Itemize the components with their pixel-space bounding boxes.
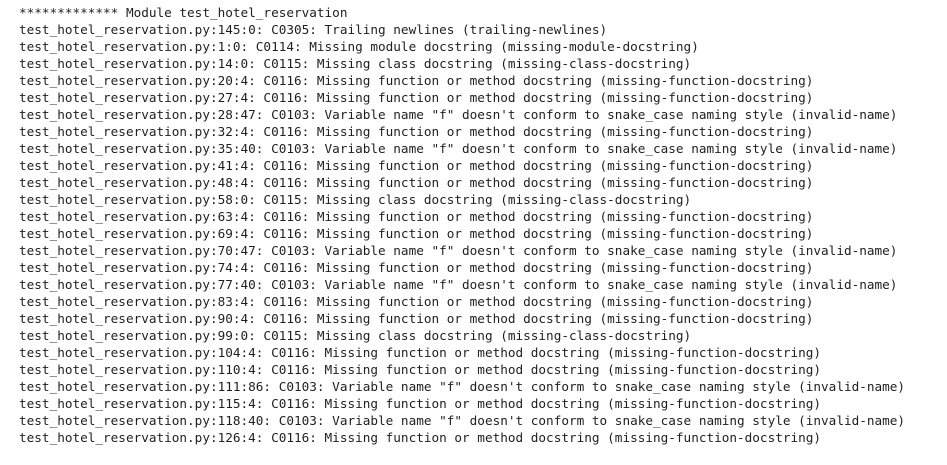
lint-message-line: test_hotel_reservation.py:99:0: C0115: M… xyxy=(19,328,692,343)
lint-message-line: test_hotel_reservation.py:35:40: C0103: … xyxy=(19,141,898,156)
lint-message-line: test_hotel_reservation.py:58:0: C0115: M… xyxy=(19,192,692,207)
lint-message-line: test_hotel_reservation.py:104:4: C0116: … xyxy=(19,345,822,360)
lint-message-line: test_hotel_reservation.py:110:4: C0116: … xyxy=(19,362,822,377)
module-header-line: ************* Module test_hotel_reservat… xyxy=(19,5,348,20)
lint-message-line: test_hotel_reservation.py:27:4: C0116: M… xyxy=(19,90,814,105)
lint-message-line: test_hotel_reservation.py:145:0: C0305: … xyxy=(19,22,608,37)
lint-message-line: test_hotel_reservation.py:70:47: C0103: … xyxy=(19,243,898,258)
lint-message-line: test_hotel_reservation.py:14:0: C0115: M… xyxy=(19,56,692,71)
lint-message-line: test_hotel_reservation.py:90:4: C0116: M… xyxy=(19,311,814,326)
lint-message-line: test_hotel_reservation.py:1:0: C0114: Mi… xyxy=(19,39,699,54)
lint-message-line: test_hotel_reservation.py:20:4: C0116: M… xyxy=(19,73,814,88)
lint-message-line: test_hotel_reservation.py:118:40: C0103:… xyxy=(19,413,906,428)
lint-output-lines: ************* Module test_hotel_reservat… xyxy=(19,4,947,446)
lint-message-line: test_hotel_reservation.py:69:4: C0116: M… xyxy=(19,226,814,241)
lint-message-line: test_hotel_reservation.py:77:40: C0103: … xyxy=(19,277,898,292)
lint-message-line: test_hotel_reservation.py:41:4: C0116: M… xyxy=(19,158,814,173)
lint-message-line: test_hotel_reservation.py:74:4: C0116: M… xyxy=(19,260,814,275)
lint-message-line: test_hotel_reservation.py:63:4: C0116: M… xyxy=(19,209,814,224)
lint-message-line: test_hotel_reservation.py:111:86: C0103:… xyxy=(19,379,906,394)
lint-message-line: test_hotel_reservation.py:115:4: C0116: … xyxy=(19,396,822,411)
lint-message-line: test_hotel_reservation.py:32:4: C0116: M… xyxy=(19,124,814,139)
lint-message-line: test_hotel_reservation.py:28:47: C0103: … xyxy=(19,107,898,122)
lint-message-line: test_hotel_reservation.py:48:4: C0116: M… xyxy=(19,175,814,190)
lint-message-line: test_hotel_reservation.py:83:4: C0116: M… xyxy=(19,294,814,309)
lint-message-line: test_hotel_reservation.py:126:4: C0116: … xyxy=(19,430,822,445)
